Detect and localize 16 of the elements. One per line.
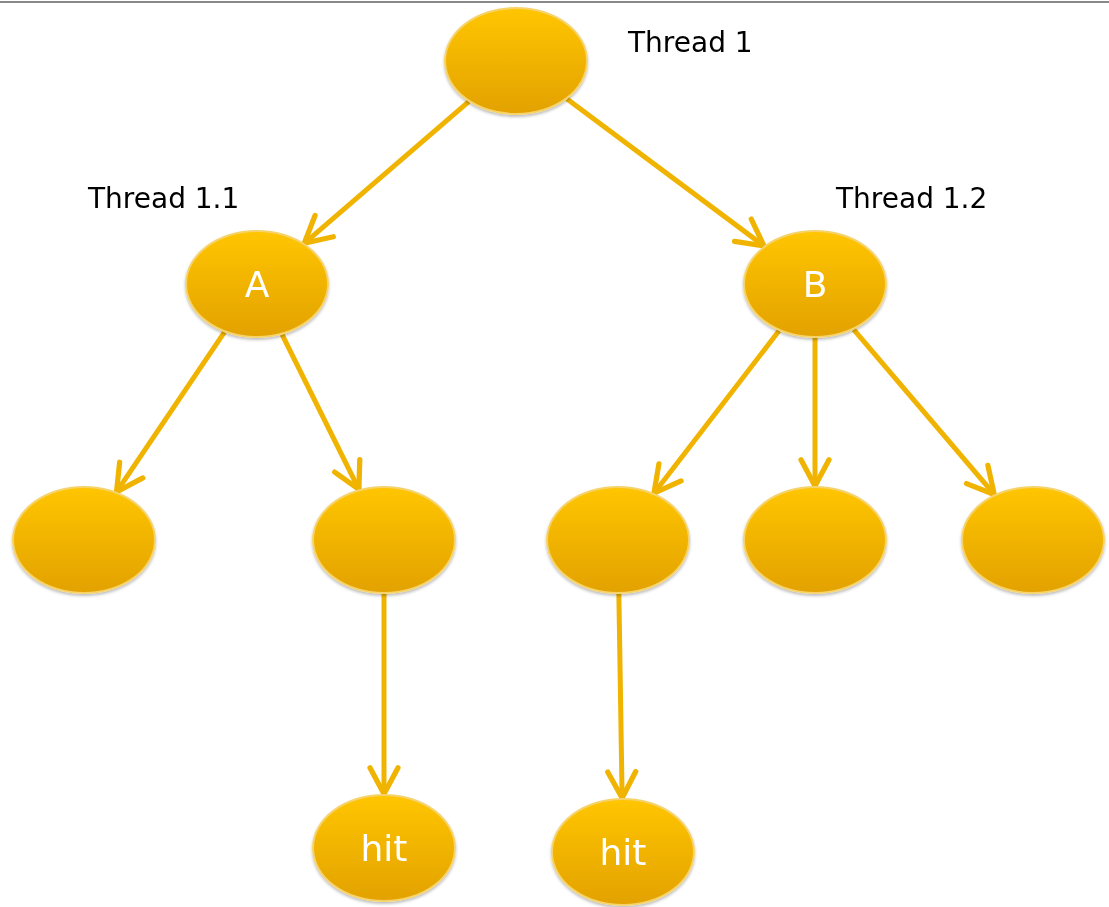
node-label: hit bbox=[360, 827, 408, 869]
arrow bbox=[367, 594, 401, 797]
thread-label: Thread 1.1 bbox=[88, 182, 240, 215]
arrow bbox=[113, 330, 227, 495]
node-label: B bbox=[802, 263, 828, 305]
arrow bbox=[851, 327, 997, 498]
arrow bbox=[605, 593, 639, 801]
thread-label: Thread 1 bbox=[628, 26, 753, 59]
ellipse-node bbox=[743, 230, 887, 338]
node-label: hit bbox=[599, 831, 647, 873]
arrow bbox=[651, 329, 781, 496]
arrow bbox=[565, 97, 767, 249]
thread-label: Thread 1.2 bbox=[836, 182, 988, 215]
node-label: A bbox=[244, 263, 270, 305]
arrow bbox=[798, 338, 832, 489]
arrow bbox=[301, 99, 471, 246]
